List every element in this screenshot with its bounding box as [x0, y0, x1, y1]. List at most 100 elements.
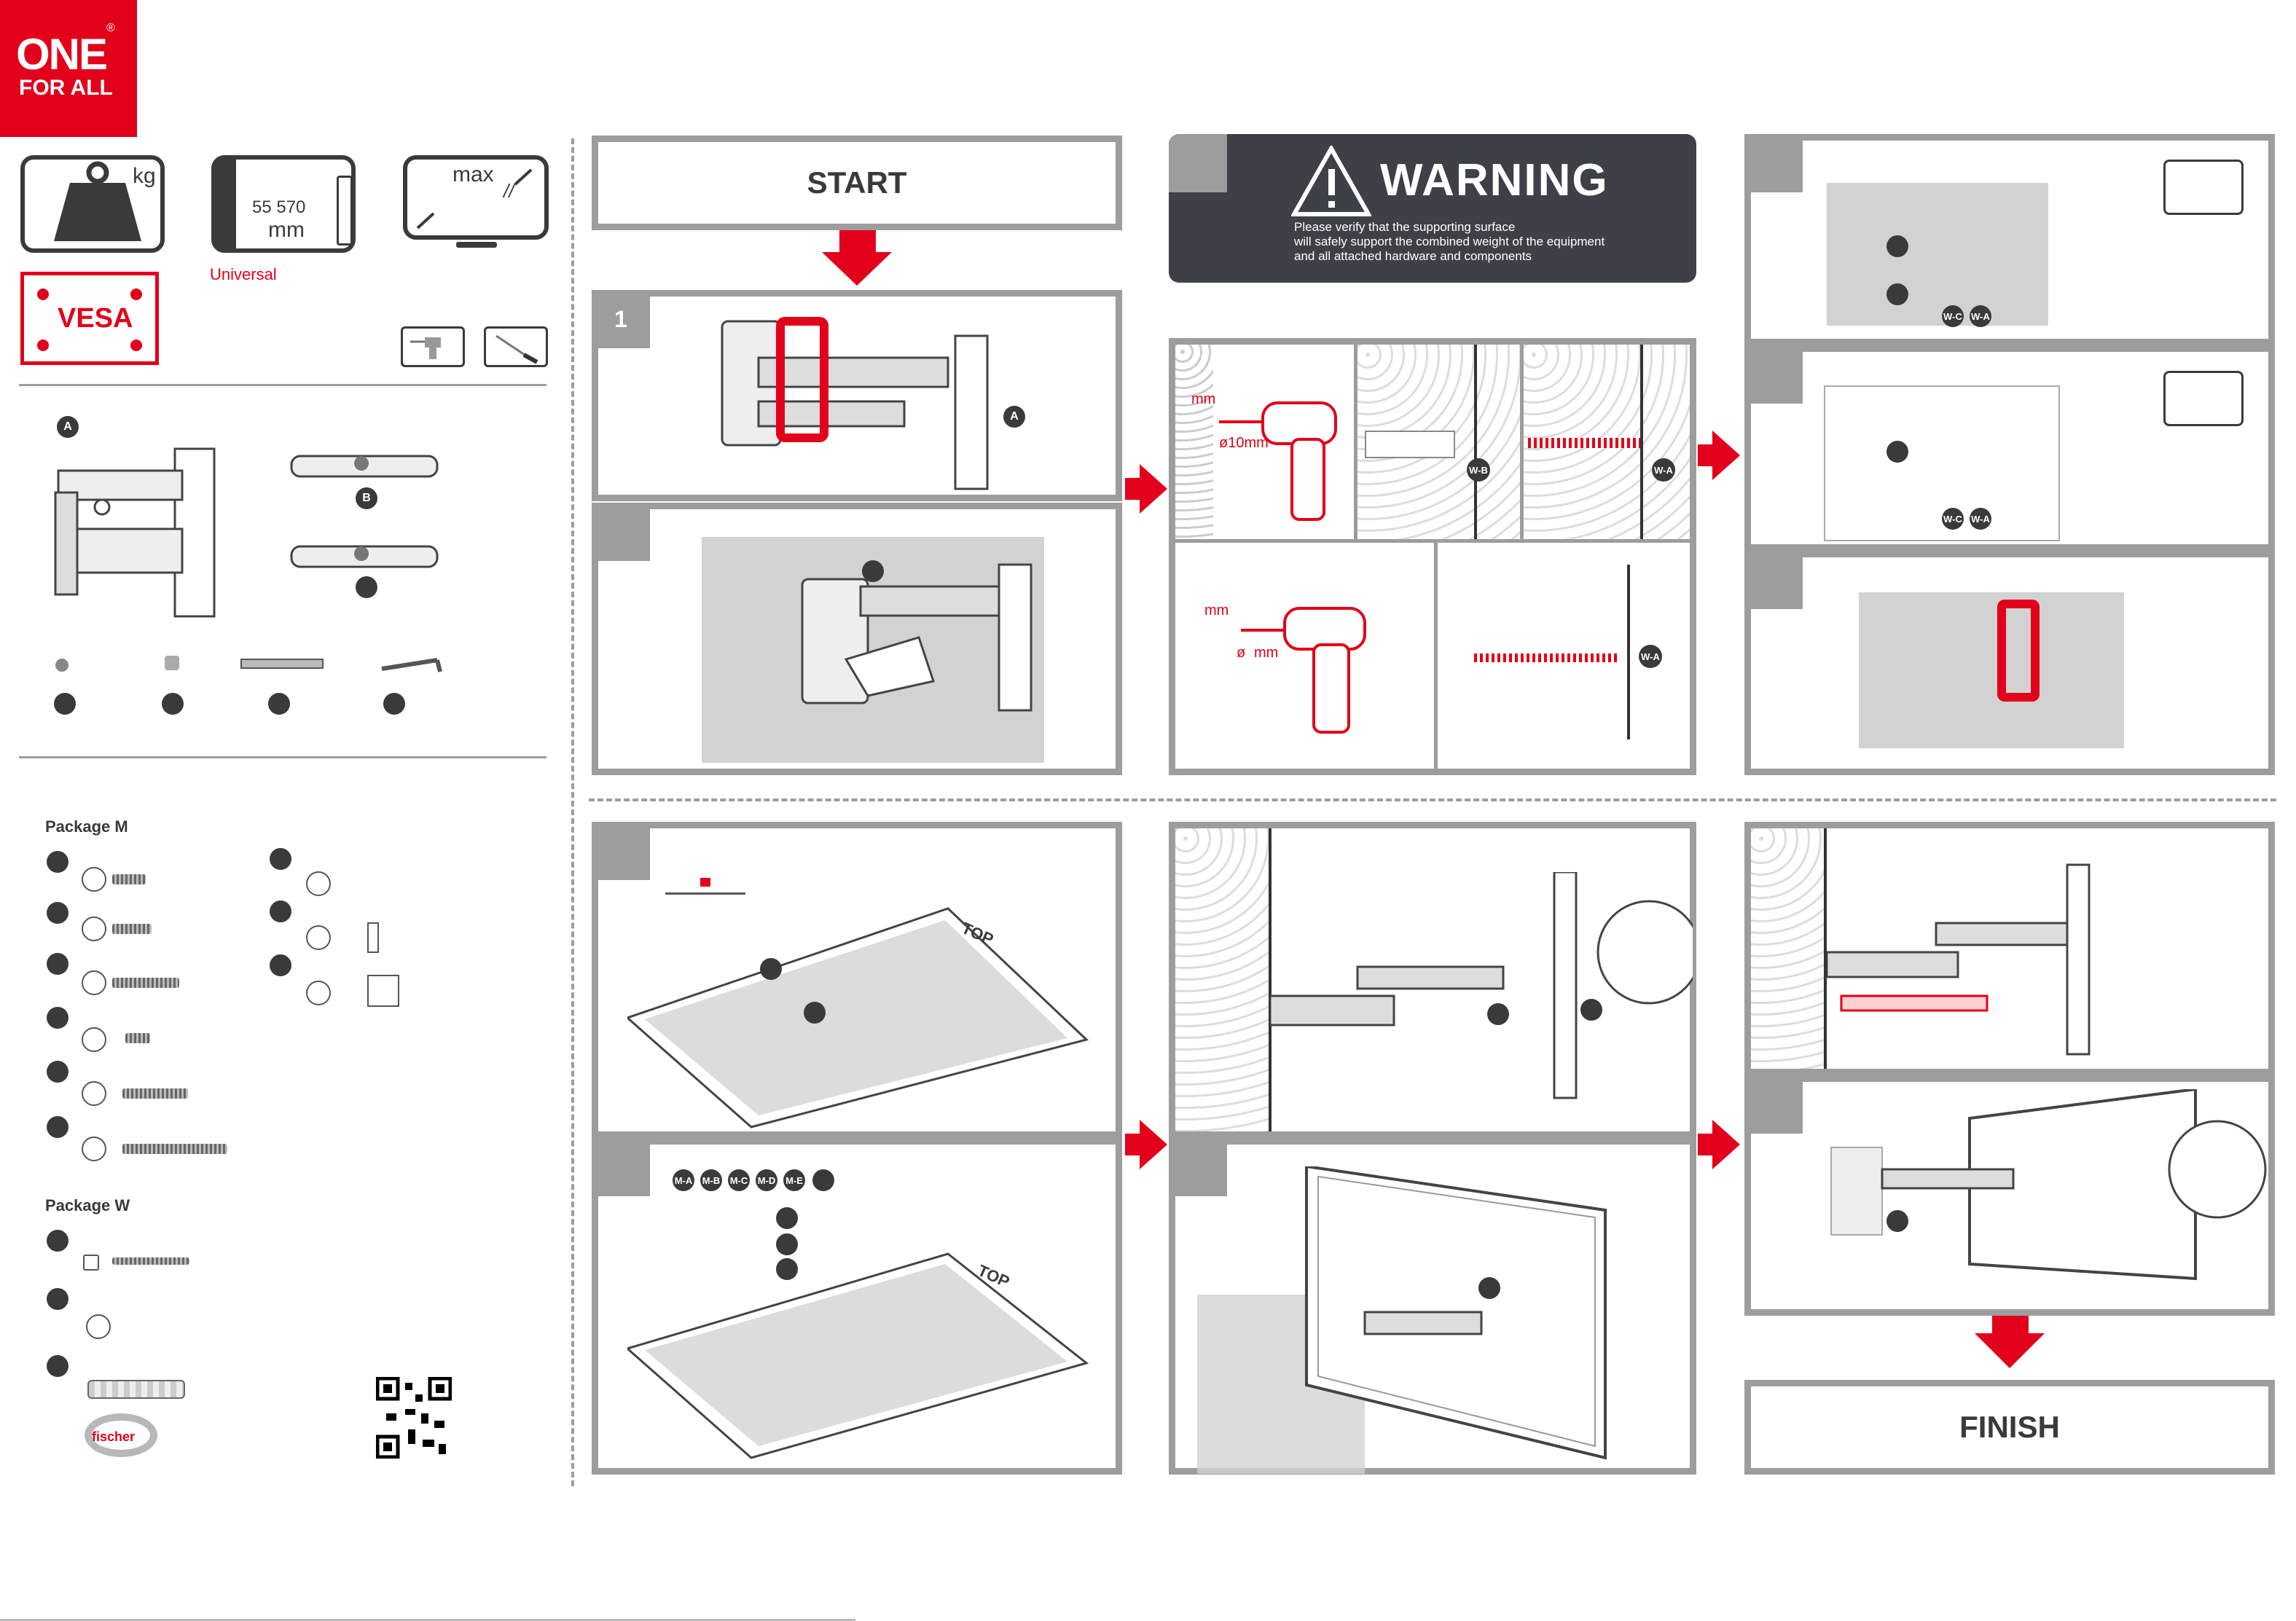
finish-label: FINISH [1959, 1410, 2060, 1444]
weight-spec-box: kg [20, 155, 165, 253]
pkg-m-washer-2-marker [270, 900, 291, 922]
hang-2-marker [1478, 1277, 1500, 1299]
small-part-3-marker [268, 693, 290, 715]
allen-key-image [381, 658, 442, 672]
pkg-m-washer-1 [306, 871, 331, 896]
logo-line2: FOR ALL [19, 76, 113, 100]
adjust-2-marker [1886, 1210, 1908, 1232]
finish-box: FINISH [1744, 1380, 2275, 1475]
warning-line-3: and all attached hardware and components [1294, 249, 1532, 263]
small-part-4-marker [383, 693, 405, 715]
finish-arrow-head [1975, 1333, 2045, 1368]
arrow-3-stem [1125, 1134, 1141, 1155]
step2-illustration [801, 563, 1033, 712]
small-part-3 [240, 659, 324, 669]
tv-2-marker-3 [776, 1258, 798, 1280]
adjust-panel-2 [1744, 1075, 2275, 1316]
drill-wood-cell: mm ø mm [1175, 543, 1438, 769]
start-arrow-head [822, 252, 892, 286]
pkg-m-2-screw [112, 924, 152, 934]
logo-line1: ONE [16, 30, 108, 79]
footer-line [0, 1619, 855, 1621]
pkg-w-2-marker [47, 1288, 68, 1310]
anchor-cell: W-B [1357, 345, 1524, 543]
bracket-c-image [290, 545, 439, 568]
start-box: START [592, 136, 1122, 230]
m-c-label: M-C [729, 1174, 748, 1186]
drill-wood-mm2: mm [1254, 645, 1279, 661]
screen-max: max [452, 162, 494, 187]
pkg-m-3-marker [47, 953, 68, 975]
tv-2-marker-1 [776, 1207, 798, 1229]
pkg-m-4-head [82, 1027, 106, 1052]
arrow-3-head [1140, 1120, 1167, 1169]
pkg-w-1-marker [47, 1230, 68, 1252]
pkg-m-4-screw [125, 1033, 150, 1043]
pkg-w-2-washer [86, 1314, 111, 1339]
divider-1 [19, 384, 546, 386]
pkg-m-washer-1-marker [270, 848, 291, 870]
brand-logo: ONE ® FOR ALL [0, 0, 137, 137]
logo-reg: ® [106, 22, 115, 34]
column-divider [571, 138, 574, 1486]
step2-panel [592, 503, 1122, 775]
arrow-1-stem [1125, 478, 1141, 500]
wa-label-4: W-A [1971, 513, 1990, 525]
wall-1 [1827, 183, 2048, 326]
drill-wood-o: ø [1237, 645, 1246, 661]
wa-label-1: W-A [1654, 464, 1673, 476]
pkg-m-5-marker [47, 1061, 68, 1083]
vesa-label: VESA [58, 303, 133, 334]
drill-tool-icon-2 [2163, 160, 2244, 215]
pkg-w-1-screw [112, 1257, 189, 1265]
arrow-4-head [1712, 1120, 1740, 1169]
m-b-label: M-B [702, 1174, 721, 1186]
pkg-w-1-head [83, 1255, 99, 1271]
tv-2-marker-2 [776, 1233, 798, 1255]
small-part-2 [165, 656, 179, 670]
step1-panel: 1 A [592, 290, 1122, 501]
arm-part-image [54, 447, 216, 618]
weight-icon [54, 161, 141, 241]
m-e-label: M-E [785, 1174, 803, 1186]
pkg-m-6-head [82, 1137, 106, 1161]
pkg-m-spacer-1 [367, 922, 379, 953]
drill-concrete-cell: mm ø10mm [1175, 345, 1357, 543]
arrow-1-head [1140, 464, 1167, 514]
adjust-illustration-2 [1830, 1089, 2267, 1281]
arrow-2-stem [1698, 444, 1714, 466]
size-spec-box: 55 570 mm [211, 155, 356, 253]
package-w-title: Package W [45, 1196, 130, 1214]
step1-illustration [721, 317, 989, 490]
pkg-m-washer-3-marker [270, 954, 291, 976]
tv-hang-illustration-2 [1305, 1166, 1607, 1460]
pkg-m-1-marker [47, 851, 68, 873]
arrow-2-head [1712, 431, 1740, 480]
package-m-title: Package M [45, 817, 128, 836]
pkg-m-washer-2 [306, 925, 331, 950]
arrow-4-stem [1698, 1134, 1714, 1155]
tv-2-marker-0 [812, 1169, 834, 1191]
wb-label: W-B [1469, 464, 1488, 476]
qr-code [376, 1377, 452, 1459]
pkg-m-4-marker [47, 1007, 68, 1029]
tv-back-illustration-2 [627, 1252, 1089, 1459]
wall-install-panel-2: W-C W-A [1744, 345, 2275, 551]
screw-anchor-cell: W-A [1524, 345, 1690, 543]
drill-10mm-label: ø10mm [1219, 435, 1269, 451]
drill-icon-2 [1241, 607, 1366, 734]
screen-stand [456, 242, 497, 248]
adjust-illustration-1 [1827, 863, 2091, 1056]
drill-wood-mm: mm [1204, 603, 1229, 619]
screwdriver-icon [484, 326, 548, 367]
pkg-m-3-head [82, 970, 106, 995]
step1-number: 1 [614, 305, 627, 332]
pkg-m-3-screw [112, 978, 179, 988]
pkg-m-5-head [82, 1081, 106, 1106]
pkg-m-5-screw [122, 1088, 188, 1099]
tv-1-marker-2 [804, 1002, 826, 1024]
drill-icon-1 [1219, 401, 1337, 521]
pkg-m-washer-3 [306, 981, 331, 1005]
fischer-logo: fischer [85, 1413, 157, 1457]
hang-1-marker-1 [1487, 1003, 1509, 1025]
